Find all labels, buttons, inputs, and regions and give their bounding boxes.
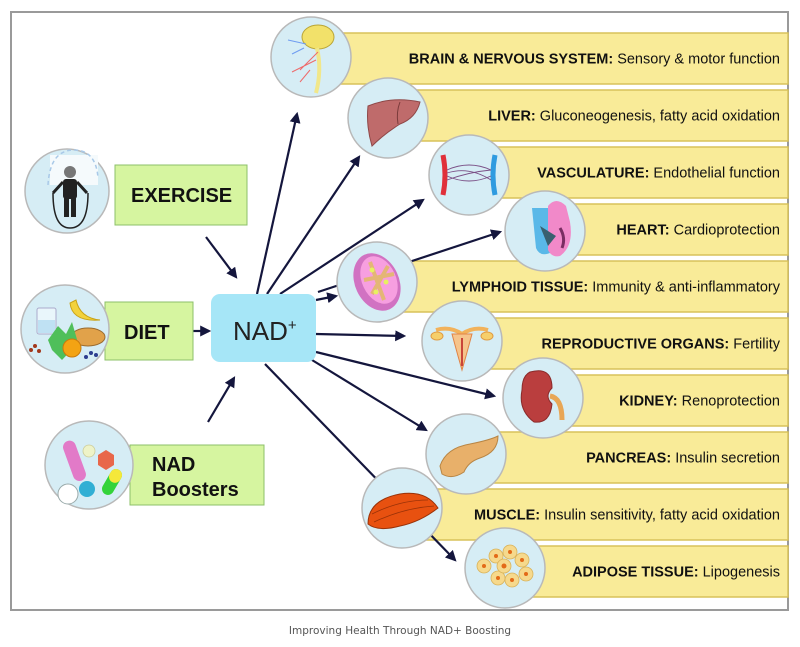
target-label: LIVER: Gluconeogenesis, fatty acid oxida… <box>488 109 780 125</box>
target-title: VASCULATURE: <box>537 166 649 182</box>
target-lymphoid: LYMPHOID TISSUE: Immunity & anti-inflamm… <box>397 260 789 313</box>
target-adipose: ADIPOSE TISSUE: Lipogenesis <box>509 545 789 598</box>
target-pancreas: PANCREAS: Insulin secretion <box>469 431 789 484</box>
target-label: LYMPHOID TISSUE: Immunity & anti-inflamm… <box>452 280 781 296</box>
source-nad-boosters: NAD Boosters <box>129 444 265 506</box>
heart-icon <box>504 190 586 272</box>
target-bar <box>403 89 789 142</box>
target-title: HEART: <box>616 223 669 239</box>
food-icon <box>20 284 110 374</box>
target-liver: LIVER: Gluconeogenesis, fatty acid oxida… <box>403 89 789 142</box>
fat-cells-icon <box>464 527 546 609</box>
target-description: Insulin secretion <box>671 451 780 467</box>
kidney-icon <box>502 357 584 439</box>
target-label: MUSCLE: Insulin sensitivity, fatty acid … <box>474 508 780 524</box>
arrow-exercise <box>205 236 238 279</box>
target-label: PANCREAS: Insulin secretion <box>586 451 780 467</box>
target-label: REPRODUCTIVE ORGANS: Fertility <box>542 337 781 353</box>
nad-box <box>211 294 316 362</box>
uterus-icon <box>421 300 503 382</box>
target-title: MUSCLE: <box>474 508 540 524</box>
brain-icon <box>270 16 352 98</box>
target-label: HEART: Cardioprotection <box>616 223 780 239</box>
source-label: Boosters <box>152 479 239 501</box>
lymph-node-icon <box>336 241 418 323</box>
target-description: Renoprotection <box>678 394 780 410</box>
target-reproductive: REPRODUCTIVE ORGANS: Fertility <box>469 317 789 370</box>
target-description: Gluconeogenesis, fatty acid oxidation <box>536 109 780 125</box>
source-box <box>114 164 248 226</box>
jump-rope-icon <box>24 148 110 234</box>
source-label: EXERCISE <box>131 185 232 207</box>
target-bar <box>329 32 789 85</box>
target-title: LYMPHOID TISSUE: <box>452 280 588 296</box>
target-muscle: MUSCLE: Insulin sensitivity, fatty acid … <box>409 488 789 541</box>
target-description: Immunity & anti-inflammatory <box>588 280 781 296</box>
target-description: Fertility <box>729 337 781 353</box>
target-description: Insulin sensitivity, fatty acid oxidatio… <box>540 508 780 524</box>
target-vasculature: VASCULATURE: Endothelial function <box>469 146 789 199</box>
arrow-reproductive <box>315 330 407 342</box>
arrow-lymphoid <box>315 292 339 304</box>
blood-vessel-icon <box>428 134 510 216</box>
muscle-icon <box>361 467 443 549</box>
pancreas-icon <box>425 413 507 495</box>
target-label: KIDNEY: Renoprotection <box>619 394 780 410</box>
liver-icon <box>347 77 429 159</box>
target-title: KIDNEY: <box>619 394 678 410</box>
target-bar <box>469 317 789 370</box>
target-bar <box>509 545 789 598</box>
target-title: ADIPOSE TISSUE: <box>572 565 699 581</box>
target-title: REPRODUCTIVE ORGANS: <box>542 337 730 353</box>
figure-caption: Improving Health Through NAD+ Boosting <box>288 625 512 637</box>
target-title: LIVER: <box>488 109 536 125</box>
arrow-boosters <box>207 376 236 423</box>
arrow-liver <box>266 155 361 295</box>
target-label: VASCULATURE: Endothelial function <box>537 166 780 182</box>
target-description: Sensory & motor function <box>613 52 780 68</box>
target-title: BRAIN & NERVOUS SYSTEM: <box>409 52 613 68</box>
source-diet: DIET <box>104 301 194 361</box>
source-label: NAD <box>152 454 195 476</box>
target-description: Lipogenesis <box>699 565 780 581</box>
target-description: Cardioprotection <box>670 223 780 239</box>
nad-label: NAD+ <box>233 316 297 346</box>
source-exercise: EXERCISE <box>114 164 248 226</box>
target-description: Endothelial function <box>649 166 780 182</box>
arrow-brain <box>255 111 301 295</box>
target-label: BRAIN & NERVOUS SYSTEM: Sensory & motor … <box>409 52 780 68</box>
pills-icon <box>44 420 134 510</box>
arrow-pancreas <box>311 359 428 432</box>
source-box <box>129 444 265 506</box>
target-bar <box>409 488 789 541</box>
arrow-vasculature <box>279 198 425 295</box>
target-bar <box>469 431 789 484</box>
source-label: DIET <box>124 322 170 344</box>
target-brain: BRAIN & NERVOUS SYSTEM: Sensory & motor … <box>329 32 789 85</box>
target-label: ADIPOSE TISSUE: Lipogenesis <box>572 565 780 581</box>
target-title: PANCREAS: <box>586 451 671 467</box>
arrow-kidney <box>315 350 497 400</box>
nad-node: NAD+ <box>211 294 316 362</box>
